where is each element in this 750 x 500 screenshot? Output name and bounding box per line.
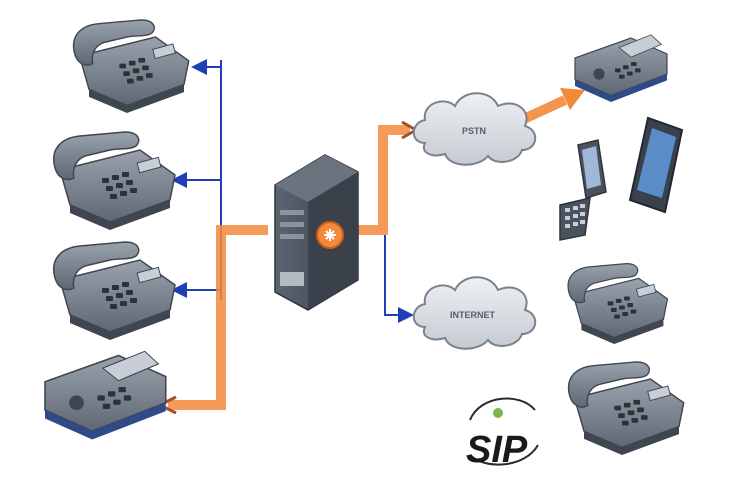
- sip-logo-icon: SIP: [466, 397, 539, 471]
- server-icon: [274, 154, 359, 311]
- internet-blue-link: [384, 235, 414, 323]
- fax-machine-icon: [44, 350, 167, 441]
- sip-logo-text: SIP: [466, 429, 528, 471]
- pstn-cloud: PSTN: [412, 92, 537, 166]
- fax-machine-icon: [574, 34, 668, 103]
- flip-phone-icon: [559, 139, 607, 241]
- desk-phone-icon: [567, 263, 669, 345]
- desk-phone-icon: [72, 19, 190, 114]
- desk-phone-icon: [52, 241, 176, 341]
- internet-cloud: INTERNET: [412, 276, 537, 350]
- fax-orange-link: [156, 225, 268, 415]
- desk-phone-icon: [52, 131, 176, 231]
- desk-phone-icon: [567, 361, 685, 456]
- phone-bus-blue-link: [171, 59, 222, 300]
- pstn-label: PSTN: [462, 126, 486, 136]
- internet-label: INTERNET: [450, 310, 496, 320]
- smartphone-icon: [628, 116, 684, 214]
